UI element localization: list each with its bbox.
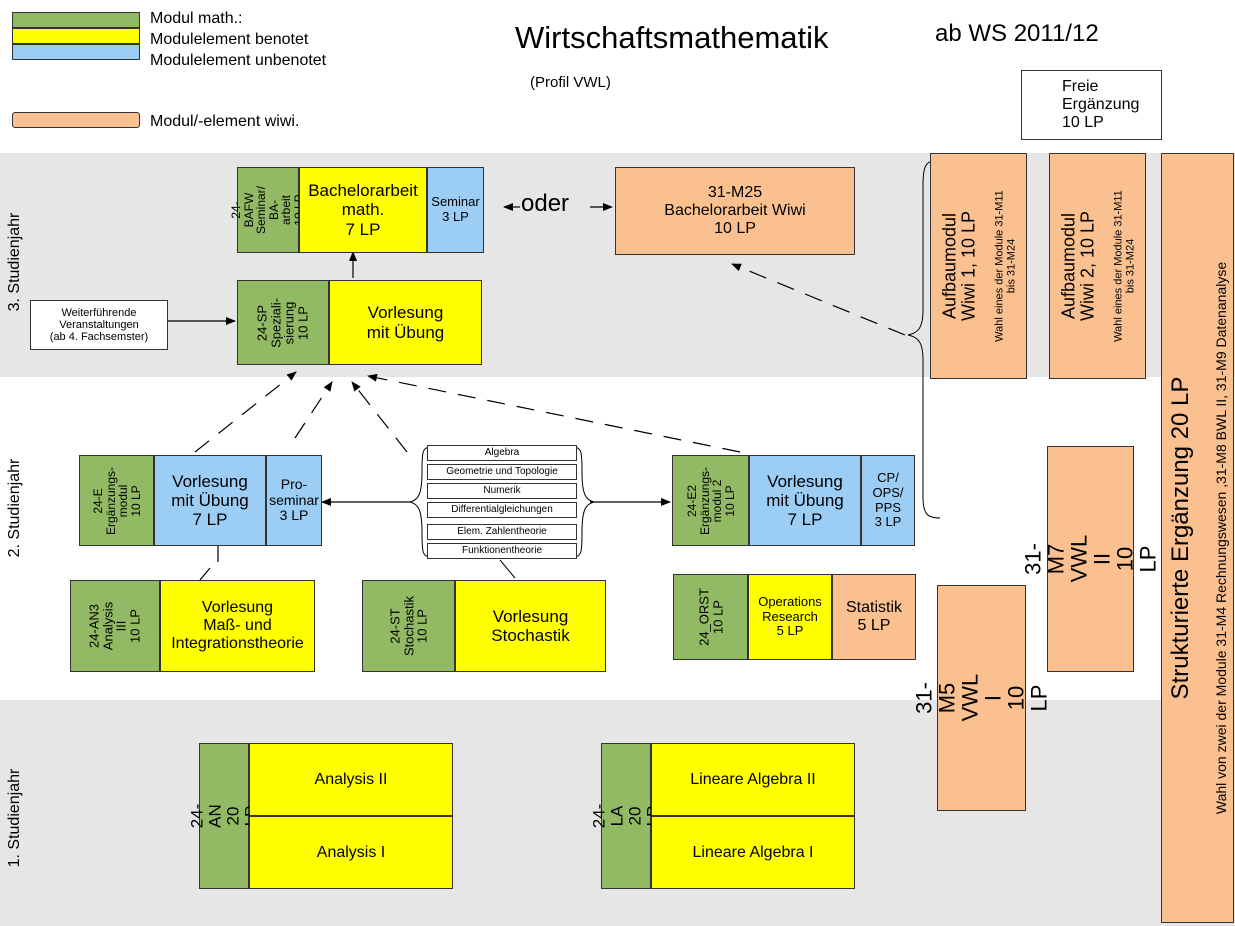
e2-lecture-box: Vorlesung mit Übung 7 LP [749,455,861,546]
profile-label: (Profil VWL) [530,74,611,91]
arrow-topics-to-sp [351,381,408,453]
sp-lecture-box: Vorlesung mit Übung [329,280,482,365]
legend-swatch-graded [12,28,140,44]
topic-numerik: Numerik [427,483,577,499]
la1-box: Lineare Algebra I [651,816,855,889]
analysis1-box: Analysis I [249,816,453,889]
aufbau-bracket [907,159,941,519]
statistik-box: Statistik 5 LP [832,574,916,660]
st-code-box: 24-ST Stochastik 10 LP [362,580,455,672]
arrow-e2-to-sp [367,373,741,453]
structured-title: Strukturierte Ergänzung 20 LP [1166,376,1194,700]
free-supplement-box: Freie Ergänzung 10 LP [1021,70,1162,140]
e-lecture-box: Vorlesung mit Übung 7 LP [154,455,266,546]
solid-arrows [168,251,671,506]
aufbau2-note: Wahl eines der Module 31-M11 bis 31-M24 [1112,190,1136,342]
an-code-box: 24-AN 20 LP [187,743,260,889]
dashed-arrows [194,203,906,581]
e-proseminar-box: Pro- seminar 3 LP [266,455,322,546]
e2-code-box: 24-E2 Ergänzungs- modul 2 10 LP [672,455,749,546]
la2-box: Lineare Algebra II [651,743,855,816]
oder-label: oder [521,190,570,217]
legend-ungraded: Modulelement unbenotet [150,52,327,69]
sp-code-box: 24-SP Speziali- sierung 10 LP [237,280,329,365]
m7-box: 31-M7 VWL II 10 LP [1020,446,1161,672]
topic-differential: Differentialgleichungen [427,502,577,518]
an3-lecture-box: Vorlesung Maß- und Integrationstheorie [160,580,315,672]
structured-supplement-box: Strukturierte Ergänzung 20 LP Wahl von z… [1161,153,1234,923]
arrow-wiwi-to-ba [731,263,906,336]
dash-an3 [199,567,211,581]
m5-box: 31-M5 VWL I 10 LP [911,585,1052,811]
aufbau1-box: Aufbaumodul Wiwi 1, 10 LP Wahl eines der… [930,153,1027,379]
arrow-e-to-sp-1 [194,371,297,453]
legend-math-module: Modul math.: [150,10,243,27]
ba-wiwi-box: 31-M25 Bachelorarbeit Wiwi 10 LP [615,167,855,255]
aufbau2-title: Aufbaumodul Wiwi 2, 10 LP [1057,210,1097,322]
st-lecture-box: Vorlesung Stochastik [455,580,606,672]
topic-number-theory: Elem. Zahlentheorie [427,524,577,540]
topics-brackets [409,446,595,579]
or-lecture-box: Operations Research 5 LP [748,574,832,660]
legend-graded: Modulelement benotet [150,31,309,48]
further-courses-box: Weiterführende Veranstaltungen (ab 4. Fa… [30,300,168,350]
seminar-box: Seminar 3 LP [427,167,484,253]
an3-code-box: 24-AN3 Analysis III 10 LP [70,580,160,672]
bafw-code-box: 24-BAFW Seminar/ BA-arbeit 10 LP [229,167,306,253]
aufbau2-box: Aufbaumodul Wiwi 2, 10 LP Wahl eines der… [1049,153,1146,379]
structured-note: Wahl von zwei der Module 31-M4 Rechnungs… [1212,261,1229,815]
aufbau1-note: Wahl eines der Module 31-M11 bis 31-M24 [993,190,1017,342]
orst-code-box: 24_ORST 10 LP [673,574,748,660]
topic-algebra: Algebra [427,445,577,461]
semester-label: ab WS 2011/12 [935,20,1099,47]
analysis2-box: Analysis II [249,743,453,816]
e-code-box: 24-E Ergänzungs- modul 10 LP [79,455,154,546]
topic-geometry: Geometrie und Topologie [427,464,577,480]
legend-swatch-ungraded [12,44,140,60]
aufbau1-title: Aufbaumodul Wiwi 1, 10 LP [938,210,978,322]
page-title: Wirtschaftsmathematik [515,20,829,55]
la-code-box: 24-LA 20 LP [589,743,662,889]
e2-cp-box: CP/ OPS/ PPS 3 LP [861,455,915,546]
legend-swatch-math-module [12,12,140,28]
arrow-e-to-sp-2 [294,381,333,439]
legend-wiwi: Modul/-element wiwi. [150,113,300,130]
legend-swatch-wiwi [12,112,140,128]
ba-math-box: Bachelorarbeit math. 7 LP [299,167,427,253]
topic-function-theory: Funktionentheorie [427,543,577,559]
